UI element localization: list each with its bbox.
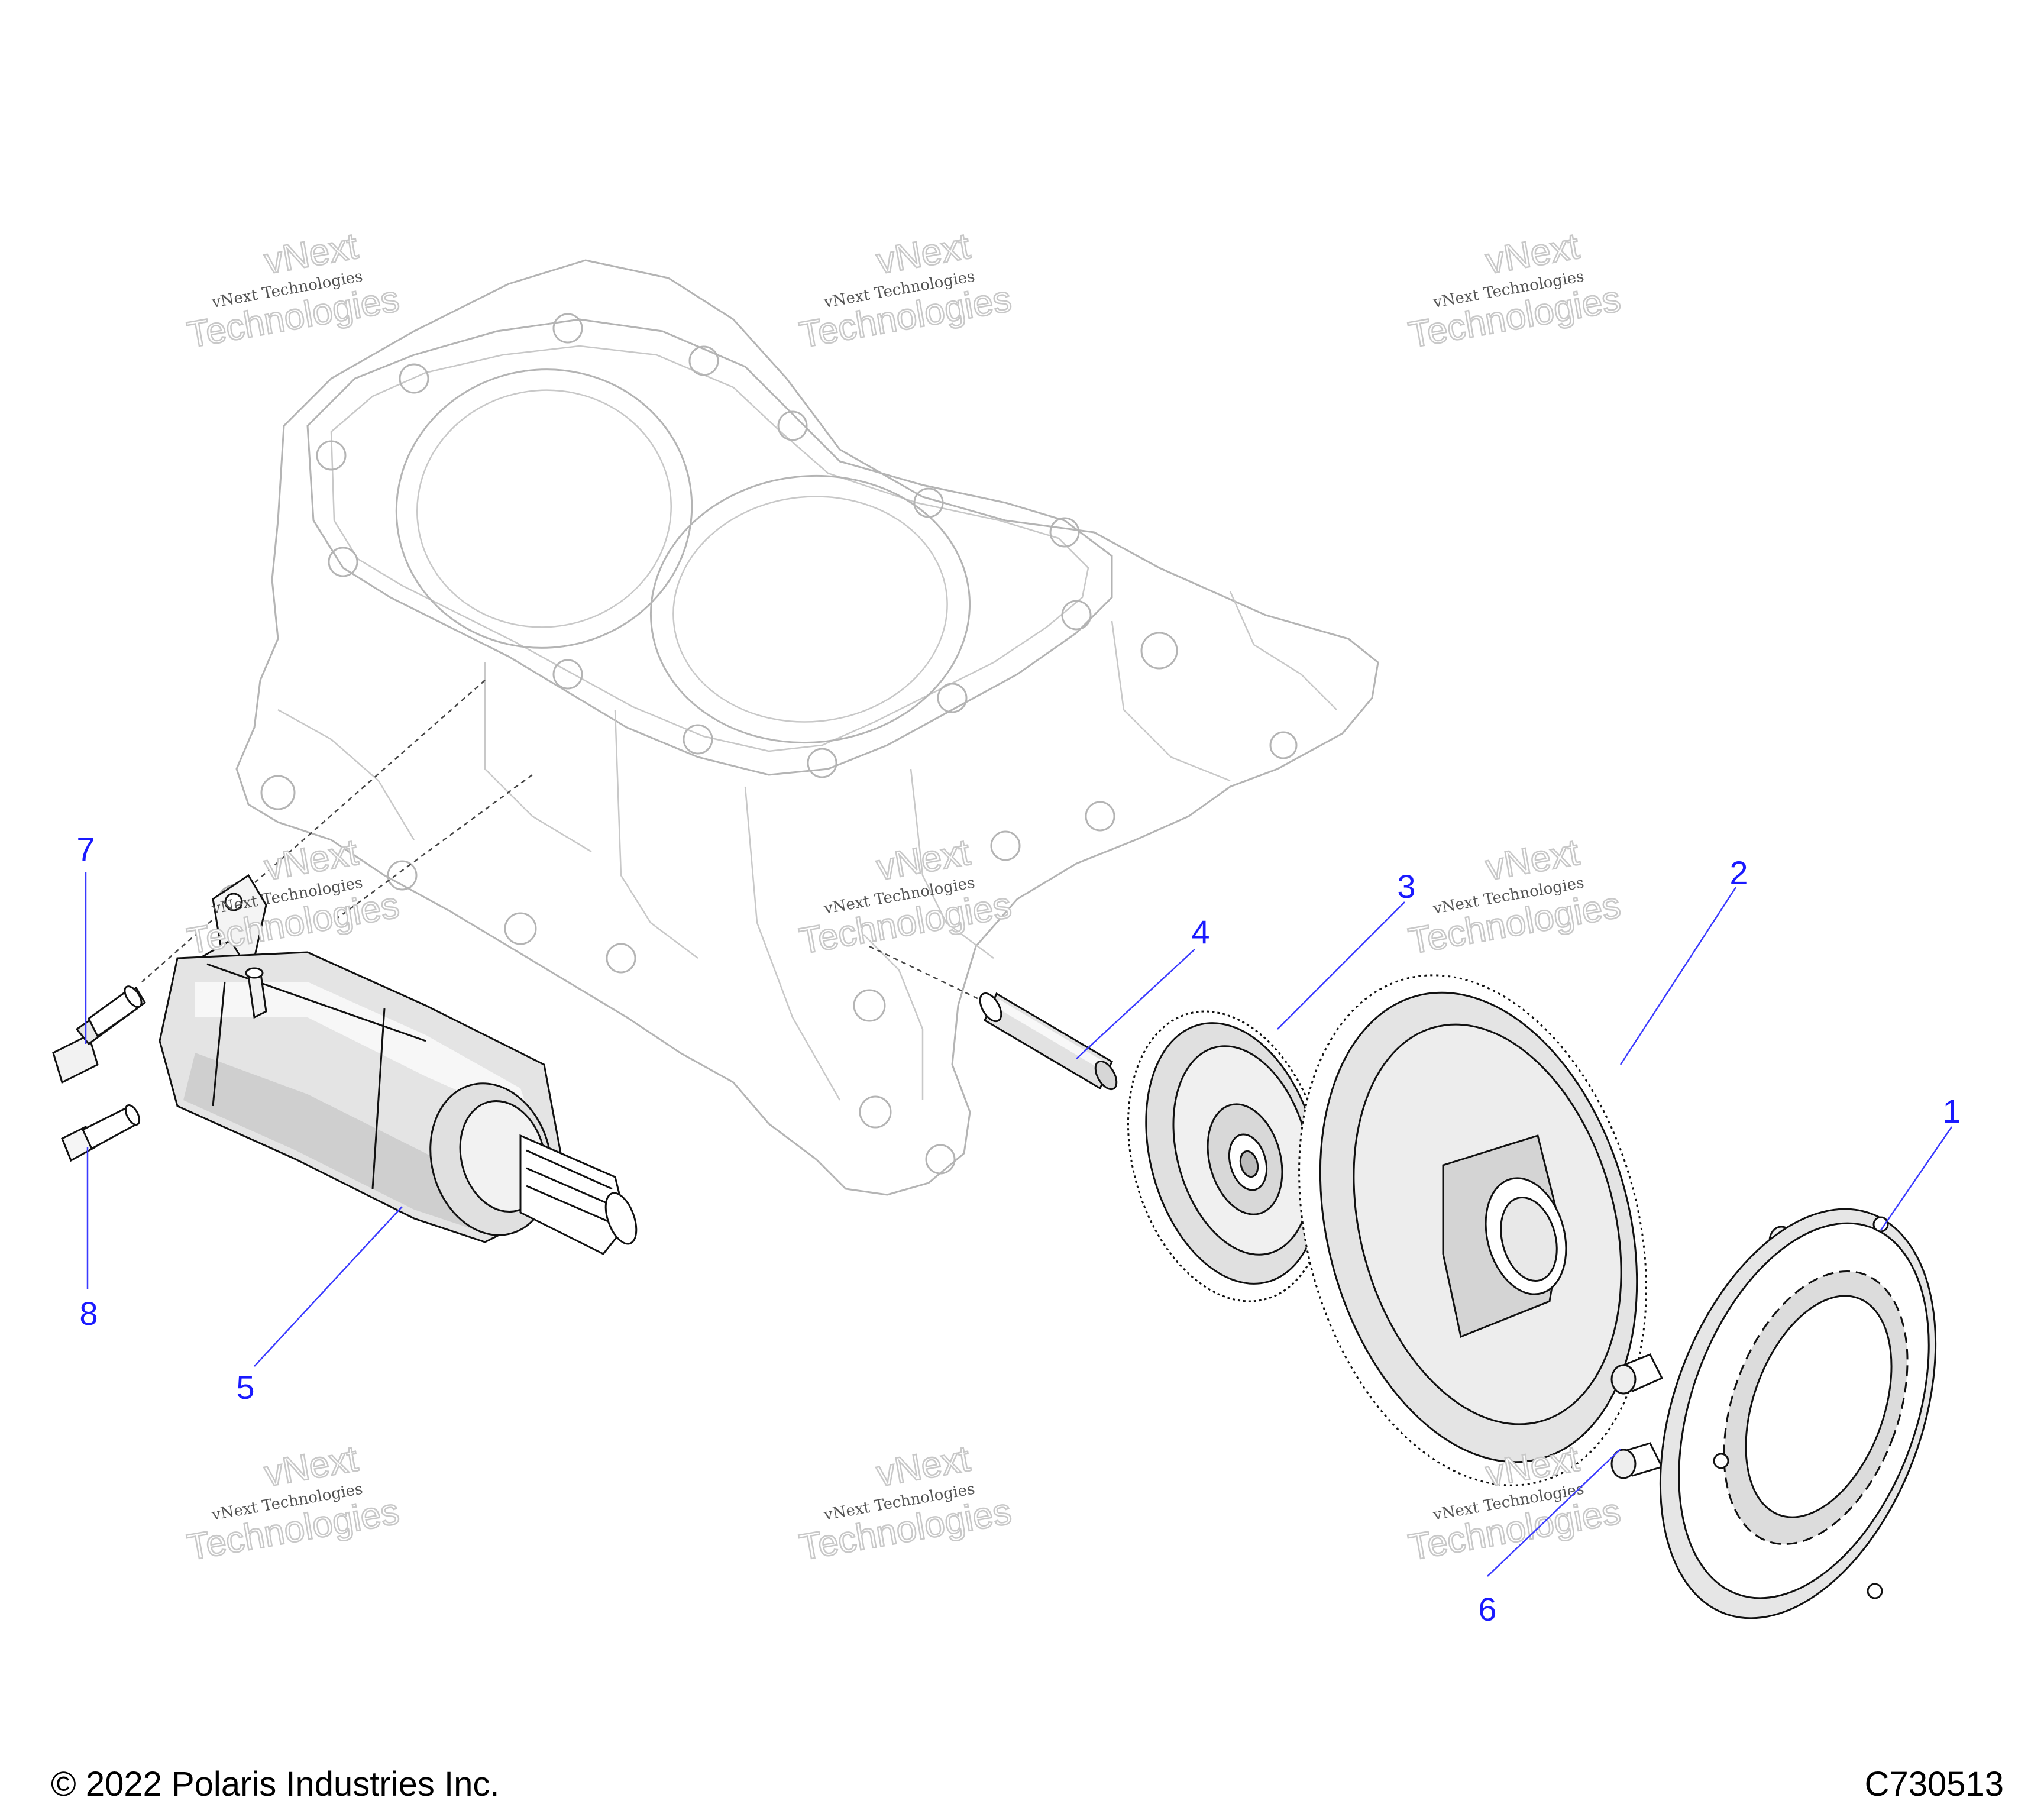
idler-gear-part-3 [1127,1010,1328,1302]
leader-3 [1277,901,1405,1030]
starter-motor-part-5 [159,874,638,1255]
shaft-part-4 [979,992,1118,1091]
watermark: vNext vNext Technologies Technologies [183,225,403,357]
callout-5: 5 [236,1369,254,1406]
one-way-clutch-part-1 [1659,1208,1937,1619]
leader-lines [85,872,1953,1577]
bolt-part-8 [61,1104,141,1162]
copyright-text: © 2022 Polaris Industries Inc. [51,1765,500,1803]
watermark: vNext vNext Technologies Technologies [183,831,403,963]
watermark: vNext vNext Technologies Technologies [183,1437,403,1569]
leader-5 [254,1206,403,1367]
assembly-lines [141,680,1030,1024]
callout-2: 2 [1729,854,1748,891]
figure-code: C730513 [1864,1765,2004,1803]
leader-6 [1487,1449,1621,1577]
watermark: vNext vNext Technologies Technologies [795,225,1015,357]
driven-gear-part-2 [1298,974,1647,1486]
leader-1 [1880,1126,1953,1231]
leader-2 [1619,887,1737,1065]
callout-1: 1 [1942,1092,1961,1130]
bolt-part-7 [52,985,146,1084]
watermark: vNext vNext Technologies Technologies [795,1437,1015,1569]
watermark: vNext vNext Technologies Technologies [1405,225,1624,357]
watermark: vNext vNext Technologies Technologies [1405,831,1624,963]
callout-8: 8 [79,1295,98,1332]
callout-3: 3 [1397,868,1415,905]
callout-4: 4 [1191,913,1209,950]
callout-6: 6 [1478,1590,1496,1628]
callout-labels: 1 2 3 4 5 6 7 8 [76,830,1961,1628]
leader-4 [1076,949,1195,1059]
callout-7: 7 [76,830,95,868]
